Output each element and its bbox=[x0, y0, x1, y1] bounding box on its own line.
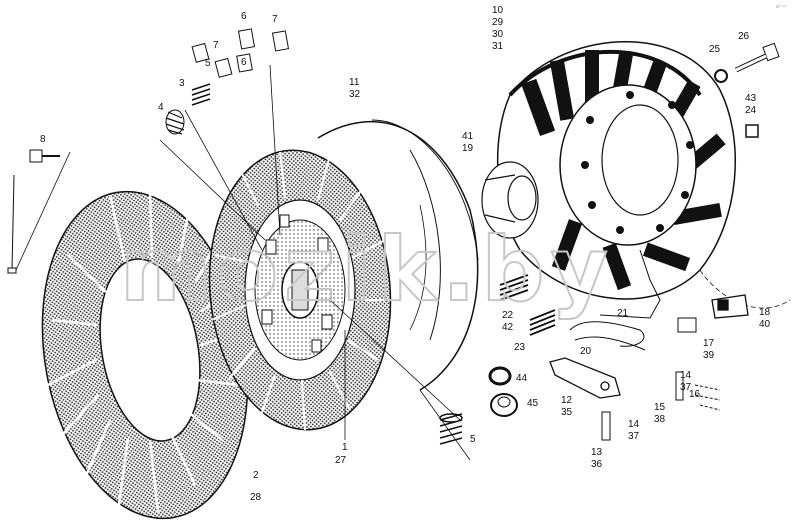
corner-mark: a⁰ ⁿⁿ bbox=[776, 4, 786, 10]
label-19: 19 bbox=[462, 143, 474, 154]
label-23: 23 bbox=[514, 342, 526, 353]
label-37b: 37 bbox=[628, 431, 640, 442]
nut-43-24 bbox=[745, 124, 759, 138]
label-45: 45 bbox=[527, 398, 539, 409]
label-21: 21 bbox=[617, 308, 629, 319]
label-2: 2 bbox=[253, 470, 259, 481]
label-15: 15 bbox=[654, 402, 666, 413]
label-13: 13 bbox=[591, 447, 603, 458]
label-8: 8 bbox=[40, 134, 46, 145]
label-42: 42 bbox=[502, 322, 514, 333]
label-26: 26 bbox=[738, 31, 750, 42]
label-31: 31 bbox=[492, 41, 504, 52]
label-40: 40 bbox=[759, 319, 771, 330]
springs-22-23 bbox=[499, 274, 556, 336]
clutch-cover bbox=[496, 40, 791, 309]
label-17: 17 bbox=[703, 338, 715, 349]
clip-16 bbox=[694, 384, 721, 411]
adjust-nut-18-40 bbox=[711, 294, 749, 319]
label-22: 22 bbox=[502, 310, 514, 321]
watermark-text: mozik.by bbox=[120, 218, 614, 321]
friction-disc-left bbox=[41, 190, 249, 520]
label-28: 28 bbox=[250, 492, 262, 503]
bolt-26 bbox=[734, 42, 780, 73]
label-32: 32 bbox=[349, 89, 361, 100]
label-24: 24 bbox=[745, 105, 757, 116]
label-5a: 5 bbox=[205, 58, 211, 69]
label-14b: 14 bbox=[628, 419, 640, 430]
label-6a: 6 bbox=[241, 57, 247, 68]
label-39: 39 bbox=[703, 350, 715, 361]
label-35: 35 bbox=[561, 407, 573, 418]
label-25: 25 bbox=[709, 44, 721, 55]
bushing-45 bbox=[490, 393, 518, 417]
spring-4 bbox=[165, 109, 185, 135]
leader-lines bbox=[159, 64, 471, 461]
blocks-5-6-7 bbox=[191, 28, 290, 78]
label-10: 10 bbox=[492, 5, 504, 16]
label-37a: 37 bbox=[680, 382, 692, 393]
pressure-plate bbox=[317, 119, 479, 391]
label-7a: 7 bbox=[213, 40, 219, 51]
label-44: 44 bbox=[516, 373, 528, 384]
part-labels: 8 2 28 4 3 7 5 6 6 7 11 32 1 27 5 10 29 … bbox=[40, 5, 771, 503]
label-43: 43 bbox=[745, 93, 757, 104]
label-1: 1 bbox=[342, 442, 348, 453]
release-bearing bbox=[481, 161, 539, 239]
label-36: 36 bbox=[591, 459, 603, 470]
block-17-39 bbox=[677, 317, 697, 333]
label-41: 41 bbox=[462, 131, 474, 142]
label-7b: 7 bbox=[272, 14, 278, 25]
spring-5-lower bbox=[439, 413, 463, 445]
bolt-8 bbox=[7, 149, 71, 274]
label-30: 30 bbox=[492, 29, 504, 40]
spring-3 bbox=[191, 83, 211, 106]
label-5b: 5 bbox=[470, 434, 476, 445]
label-3: 3 bbox=[179, 78, 185, 89]
label-16: 16 bbox=[689, 389, 701, 400]
label-4: 4 bbox=[158, 102, 164, 113]
spring-clip-20-21 bbox=[569, 249, 661, 351]
label-38: 38 bbox=[654, 414, 666, 425]
label-14a: 14 bbox=[680, 370, 692, 381]
label-27: 27 bbox=[335, 455, 347, 466]
label-6b: 6 bbox=[241, 11, 247, 22]
label-18: 18 bbox=[759, 307, 771, 318]
pin-14-37 bbox=[675, 371, 684, 401]
label-11: 11 bbox=[349, 77, 360, 88]
pin-13-36 bbox=[601, 411, 611, 441]
label-20: 20 bbox=[580, 346, 592, 357]
washer-25 bbox=[714, 69, 728, 83]
label-12: 12 bbox=[561, 395, 573, 406]
ring-44 bbox=[488, 366, 512, 386]
label-29: 29 bbox=[492, 17, 504, 28]
release-lever bbox=[549, 357, 621, 399]
